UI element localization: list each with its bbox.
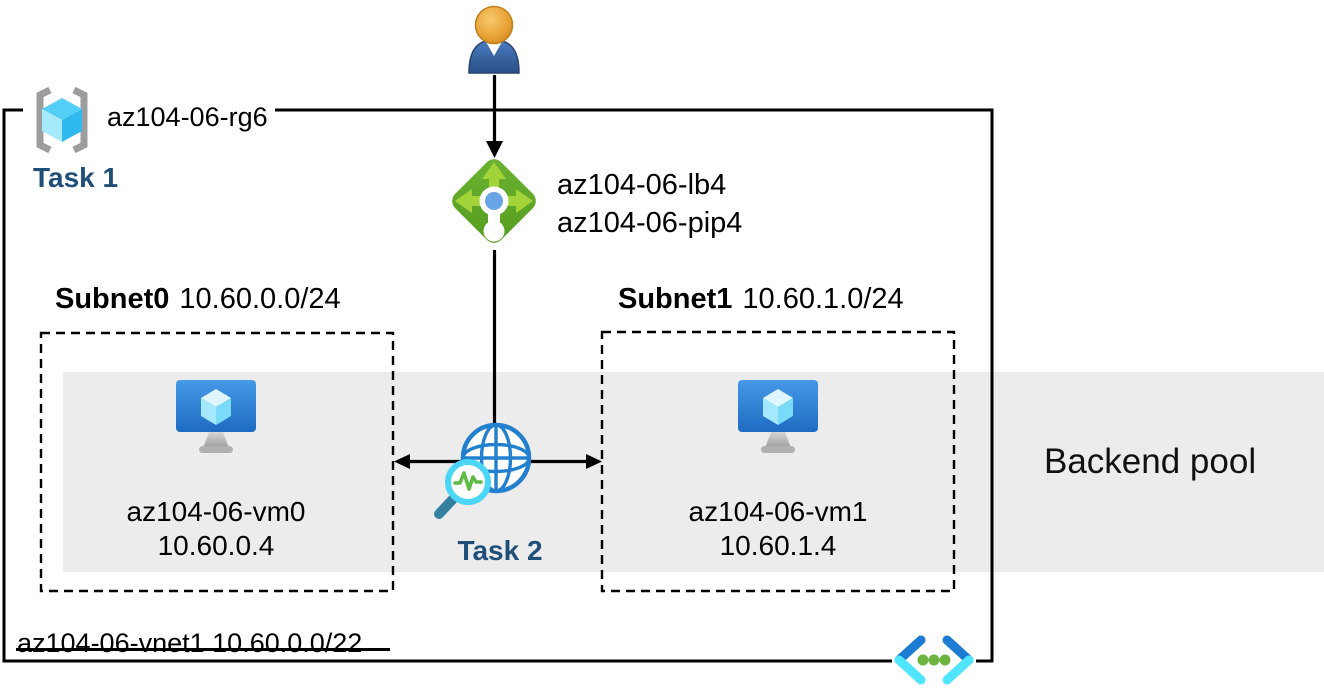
task1-label: Task 1 [33,162,119,193]
subnet1-name: Subnet1 [618,283,733,315]
resource-group-label: az104-06-rg6 [100,101,275,134]
load-balancer-labels: az104-06-lb4 az104-06-pip4 [557,166,742,242]
vnet-label-strike-line [16,648,390,651]
vm-icon [738,380,818,453]
task2-label: Task 2 [457,535,543,566]
vnet-cidr: 10.60.0.0/22 [212,628,363,658]
vnet-name: az104-06-vnet1 [17,628,205,658]
backend-pool-band [63,372,1324,572]
health-probe-icon [434,422,532,519]
pulse-line [453,471,483,491]
vnet-label: az104-06-vnet1 10.60.0.0/22 [17,628,362,659]
subnet0-name: Subnet0 [55,283,170,315]
resource-group-border [2,108,994,663]
public-ip-name-label: az104-06-pip4 [557,207,743,239]
vm1-name-label: az104-06-vm1 [688,496,868,527]
vm1-ip-label: 10.60.1.4 [719,530,837,561]
magnifier-handle [434,493,459,519]
backend-pool-label: Backend pool [1044,442,1257,481]
subnet0-cidr: 10.60.0.0/24 [179,283,341,315]
subnet0-border [39,331,395,593]
lb-direction-arrows [455,162,533,213]
vm0-name-label: az104-06-vm0 [126,496,306,527]
vm-icon [176,380,256,453]
subnet1-border [600,330,956,593]
user-icon [468,5,520,74]
subnet1-label: Subnet1 10.60.1.0/24 [618,283,904,316]
subnet1-cidr: 10.60.1.0/24 [742,283,904,315]
load-balancer-icon [452,159,536,243]
user-to-lb-arrow [486,75,503,158]
vm0-ip-label: 10.60.0.4 [157,530,275,561]
subnet0-label: Subnet0 10.60.0.0/24 [55,283,341,316]
resource-group-icon [23,84,101,156]
load-balancer-name-label: az104-06-lb4 [557,169,727,201]
vm1-label: az104-06-vm1 10.60.1.4 [657,495,899,563]
virtual-network-icon [892,635,976,685]
vm0-label: az104-06-vm0 10.60.0.4 [95,495,337,563]
